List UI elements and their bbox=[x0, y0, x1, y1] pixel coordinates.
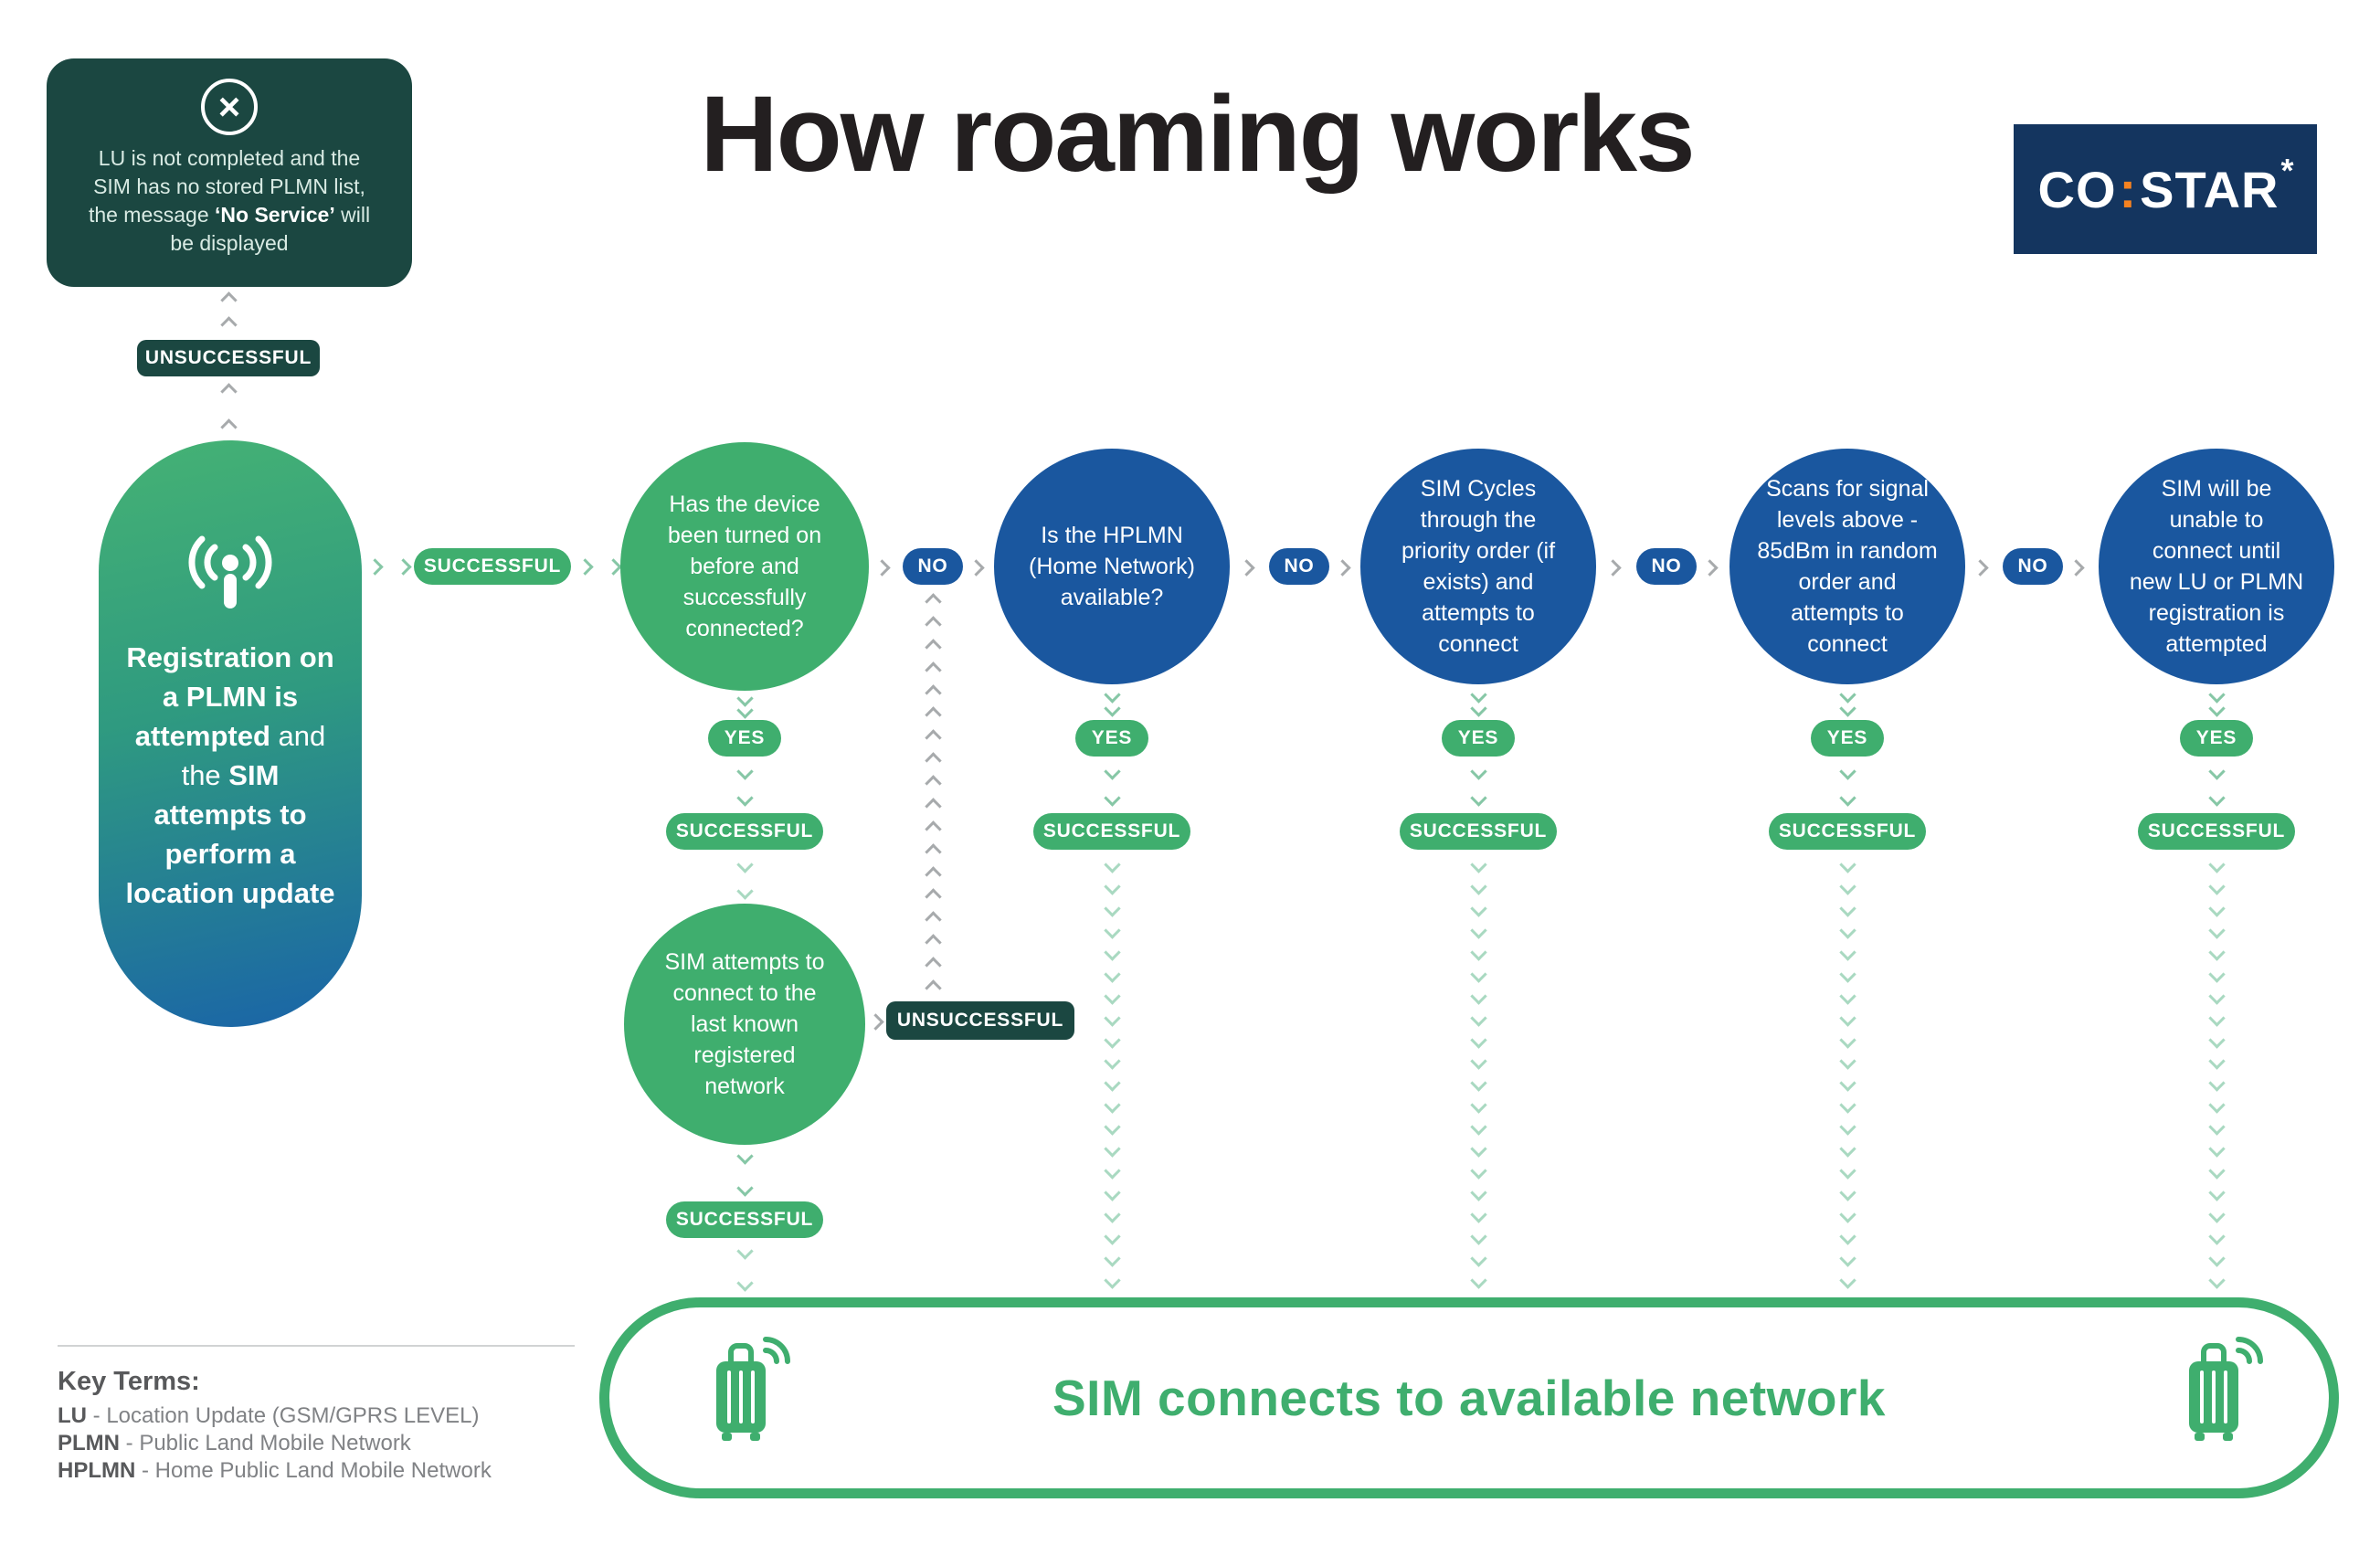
key-term-lu-desc: - Location Update (GSM/GPRS LEVEL) bbox=[87, 1403, 480, 1428]
no-badge-4: NO bbox=[2003, 548, 2063, 585]
successful-badge-col1: SUCCESSFUL bbox=[666, 813, 823, 850]
successful-badge-start: SUCCESSFUL bbox=[414, 548, 571, 585]
unsuccessful-badge-top: UNSUCCESSFUL bbox=[137, 340, 320, 376]
chevrons-up-unsuccessful bbox=[924, 593, 942, 997]
chevron-no1-right bbox=[968, 558, 985, 577]
yes-badge-col2: YES bbox=[1075, 720, 1148, 757]
node-sim-cycles-priority: SIM Cycles through the priority order (i… bbox=[1360, 449, 1596, 684]
chevrons-down-col5 bbox=[2207, 686, 2226, 717]
no-badge-3: NO bbox=[1636, 548, 1697, 585]
no-badge-2: NO bbox=[1269, 548, 1329, 585]
error-cross-icon: × bbox=[201, 79, 258, 135]
chevron-no2-left bbox=[1238, 558, 1255, 577]
chevron-right-unsuccessful bbox=[867, 1012, 884, 1031]
dotted-chevrons-col1 bbox=[735, 856, 754, 900]
note-pre: LU is not completed and the SIM has no s… bbox=[88, 146, 365, 227]
node-hplmn-available: Is the HPLMN (Home Network) available? bbox=[994, 449, 1230, 684]
logo-colon: : bbox=[2119, 160, 2138, 218]
chevron-no2-right bbox=[1334, 558, 1351, 577]
dotted-chevrons-col3 bbox=[1469, 856, 1487, 1289]
chevrons-up-badge bbox=[219, 383, 238, 436]
start-bold1: Registration on a PLMN is attempted bbox=[126, 641, 334, 752]
chevrons-down-col3 bbox=[1469, 686, 1487, 717]
chevrons-down-col2 bbox=[1103, 686, 1121, 717]
node-last-known-network: SIM attempts to connect to the last know… bbox=[624, 904, 865, 1145]
luggage-signal-icon-left bbox=[716, 1337, 790, 1441]
no-badge-1: NO bbox=[903, 548, 963, 585]
dotted-chevrons-col1b bbox=[735, 1243, 754, 1292]
yes-badge-col1: YES bbox=[708, 720, 781, 757]
start-bold2: SIM attempts to perform a location updat… bbox=[125, 759, 335, 909]
dotted-chevrons-col2 bbox=[1103, 856, 1121, 1289]
chevrons-down-col3b bbox=[1469, 763, 1487, 807]
key-term-hplmn-abbr: HPLMN bbox=[58, 1458, 136, 1483]
note-bold: ‘No Service’ bbox=[215, 203, 335, 227]
costar-logo: CO:STAR* bbox=[2014, 124, 2317, 254]
chevron-no1-left bbox=[873, 558, 891, 577]
successful-badge-col2: SUCCESSFUL bbox=[1033, 813, 1190, 850]
successful-badge-lastknown: SUCCESSFUL bbox=[666, 1201, 823, 1238]
result-text: SIM connects to available network bbox=[1052, 1370, 1887, 1426]
yes-badge-col5: YES bbox=[2180, 720, 2253, 757]
key-terms-divider bbox=[58, 1345, 575, 1347]
page-title: How roaming works bbox=[700, 74, 1695, 195]
chevrons-down-col4 bbox=[1838, 686, 1856, 717]
note-text: LU is not completed and the SIM has no s… bbox=[47, 144, 412, 258]
chevron-no4-right bbox=[2068, 558, 2085, 577]
chevrons-down-col1 bbox=[735, 690, 754, 719]
result-bar: SIM connects to available network bbox=[599, 1297, 2339, 1498]
key-term-plmn: PLMN - Public Land Mobile Network bbox=[58, 1431, 411, 1456]
chevrons-down-col2b bbox=[1103, 763, 1121, 807]
node-device-turned-on: Has the device been turned on before and… bbox=[620, 442, 869, 691]
successful-badge-col5: SUCCESSFUL bbox=[2138, 813, 2295, 850]
dotted-chevrons-col5 bbox=[2207, 856, 2226, 1289]
key-term-plmn-abbr: PLMN bbox=[58, 1431, 120, 1455]
chevrons-down-col5b bbox=[2207, 763, 2226, 807]
key-term-lu: LU - Location Update (GSM/GPRS LEVEL) bbox=[58, 1403, 480, 1429]
logo-star-icon: * bbox=[2280, 152, 2295, 189]
key-term-hplmn-desc: - Home Public Land Mobile Network bbox=[135, 1458, 492, 1483]
chevron-no4-left bbox=[1972, 558, 1989, 577]
start-node-registration: Registration on a PLMN is attempted and … bbox=[99, 440, 362, 1027]
chevrons-down-col1c bbox=[735, 1148, 754, 1197]
logo-star: STAR bbox=[2140, 160, 2280, 218]
key-term-lu-abbr: LU bbox=[58, 1403, 87, 1428]
chevron-no3-left bbox=[1604, 558, 1622, 577]
note-post: will be displayed bbox=[170, 203, 371, 255]
start-normal: and the bbox=[181, 720, 326, 791]
chevron-no3-right bbox=[1701, 558, 1719, 577]
unsuccessful-badge-mid: UNSUCCESSFUL bbox=[886, 1001, 1074, 1040]
key-terms-heading: Key Terms: bbox=[58, 1367, 200, 1396]
logo-co: CO bbox=[2037, 160, 2117, 218]
key-term-hplmn: HPLMN - Home Public Land Mobile Network bbox=[58, 1458, 492, 1484]
chevrons-right-to-device bbox=[576, 557, 622, 576]
broadcast-signal-icon bbox=[188, 535, 272, 608]
chevrons-up-note bbox=[219, 291, 238, 333]
yes-badge-col4: YES bbox=[1811, 720, 1884, 757]
start-node-text: Registration on a PLMN is attempted and … bbox=[119, 638, 342, 913]
yes-badge-col3: YES bbox=[1442, 720, 1515, 757]
dotted-chevrons-col4 bbox=[1838, 856, 1856, 1289]
key-term-plmn-desc: - Public Land Mobile Network bbox=[120, 1431, 411, 1455]
no-service-note: × LU is not completed and the SIM has no… bbox=[47, 58, 412, 287]
node-scans-signal-levels: Scans for signal levels above - 85dBm in… bbox=[1729, 449, 1965, 684]
chevrons-down-col4b bbox=[1838, 763, 1856, 807]
node-unable-to-connect: SIM will be unable to connect until new … bbox=[2099, 449, 2334, 684]
successful-badge-col4: SUCCESSFUL bbox=[1769, 813, 1926, 850]
successful-badge-col3: SUCCESSFUL bbox=[1400, 813, 1557, 850]
chevrons-right-capsule bbox=[366, 557, 412, 576]
luggage-signal-icon-right bbox=[2189, 1337, 2263, 1441]
chevrons-down-col1b bbox=[735, 763, 754, 807]
